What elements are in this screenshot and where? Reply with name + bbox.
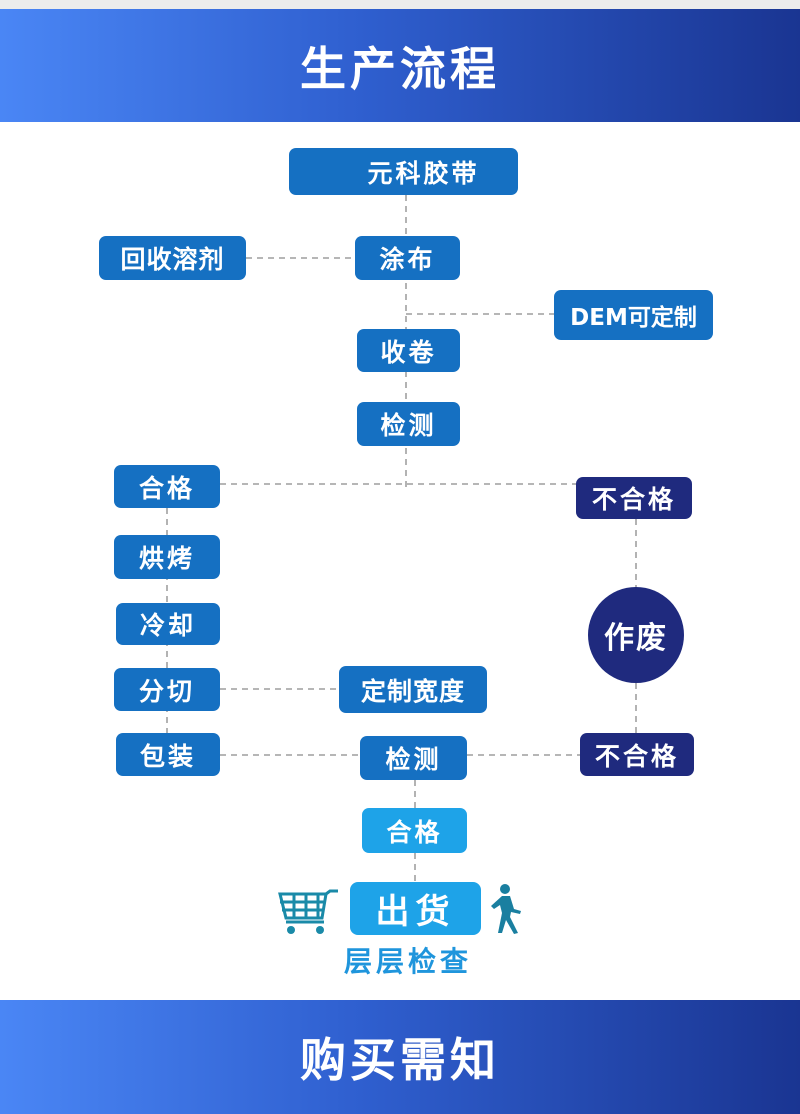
node-label: 分切 [138, 676, 195, 706]
node-pass-2: 合格 [362, 808, 467, 853]
node-cooling: 冷却 [116, 603, 220, 645]
ship-note: 层层检查 [344, 945, 473, 978]
node-custom-width: 定制宽度 [339, 666, 487, 713]
node-label: 不合格 [594, 741, 679, 771]
node-packing: 包装 [116, 733, 220, 776]
node-label: 涂布 [379, 245, 436, 274]
node-oem: DEM可定制 [554, 290, 713, 340]
footer-title: 购买需知 [300, 1033, 500, 1087]
node-label: 检测 [385, 745, 442, 774]
node-baking: 烘烤 [114, 535, 220, 579]
node-slitting: 分切 [114, 668, 220, 711]
node-label: 不合格 [591, 485, 676, 514]
node-label: 元科胶带 [367, 158, 480, 188]
top-strip [0, 0, 800, 9]
node-label: 烘烤 [138, 544, 195, 573]
node-coating: 涂布 [355, 236, 460, 280]
node-label: 合格 [138, 473, 195, 503]
node-label: DEM可定制 [570, 305, 697, 331]
node-fail-1: 不合格 [576, 477, 692, 519]
node-ship: 出货 [350, 882, 481, 935]
node-label: 冷却 [139, 611, 196, 640]
header-banner: 生产流程 [0, 9, 800, 122]
node-label: 合格 [386, 817, 443, 847]
node-raw: 元科胶带 [289, 148, 518, 195]
node-label: 作废 [604, 621, 668, 656]
node-fail-2: 不合格 [580, 733, 694, 776]
node-scrap: 作废 [588, 587, 684, 683]
node-label: 收卷 [380, 337, 437, 367]
node-label: 回收溶剂 [120, 245, 225, 274]
node-recycle: 回收溶剂 [99, 236, 246, 280]
walking-person-icon [491, 884, 521, 934]
shopping-cart-icon [278, 889, 338, 934]
node-pass-1: 合格 [114, 465, 220, 508]
node-label: 出货 [375, 892, 456, 932]
node-inspect-2: 检测 [360, 736, 467, 780]
node-inspect-1: 检测 [357, 402, 460, 446]
node-label: 定制宽度 [360, 676, 465, 706]
node-winding: 收卷 [357, 329, 460, 372]
footer-banner: 购买需知 [0, 1000, 800, 1114]
page-title: 生产流程 [300, 41, 500, 96]
node-label: 检测 [380, 411, 437, 440]
node-label: 包装 [139, 741, 196, 771]
